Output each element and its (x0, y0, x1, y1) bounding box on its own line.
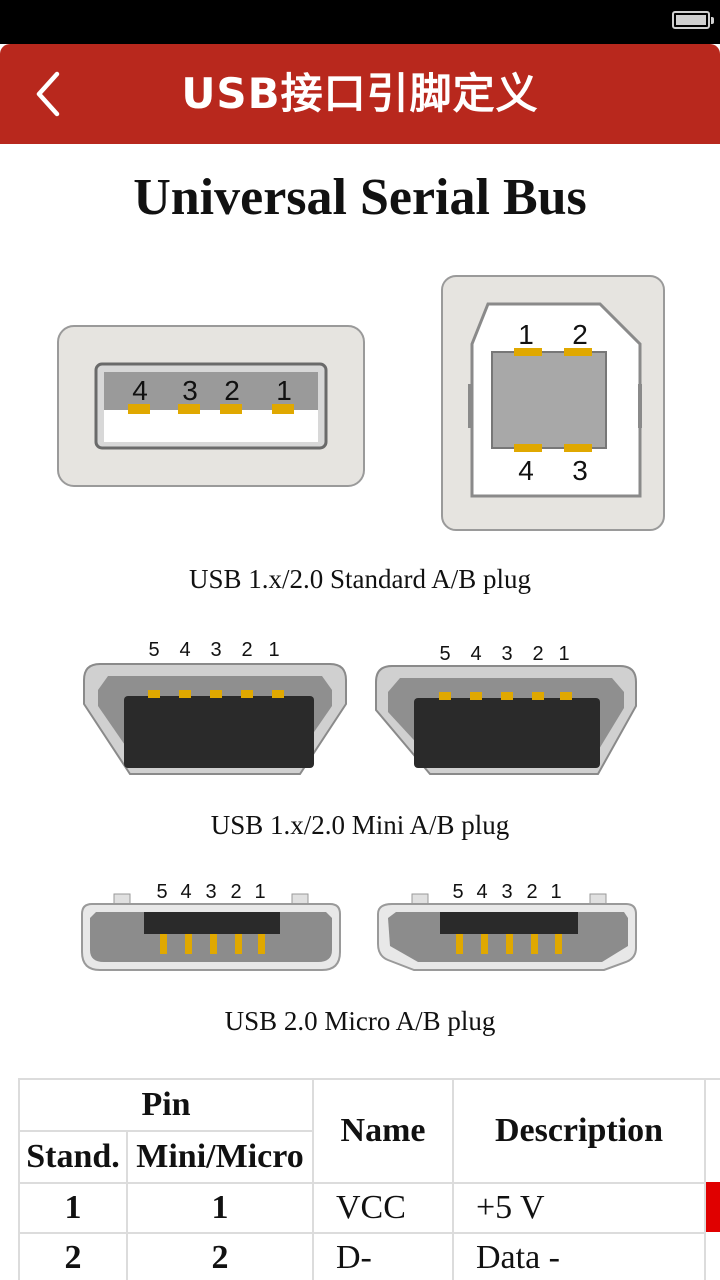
std-b-pin-contacts (514, 348, 592, 452)
mini-left-pin-label: 5 (148, 639, 159, 661)
mini-right-pin-label: 1 (558, 643, 569, 665)
micro-left-pin-label: 4 (180, 881, 191, 903)
std-b-pin-label: 3 (572, 455, 588, 486)
micro-right-pin-contacts (456, 934, 562, 954)
std-a-pin-label: 4 (132, 375, 148, 406)
micro-right-pin-label: 3 (501, 881, 512, 903)
page-title: USB接口引脚定义 (181, 69, 539, 118)
table-row: 2 2 D- Data - (18, 1232, 706, 1280)
header-mini-micro: Mini/Micro (126, 1130, 314, 1184)
chevron-left-icon (36, 71, 60, 117)
usb-micro-diagram: 5 4 3 2 1 5 4 3 2 1 (81, 881, 637, 971)
status-bar (0, 0, 720, 44)
back-button[interactable] (22, 66, 74, 122)
cell-mini: 1 (126, 1182, 314, 1234)
caption-micro: USB 2.0 Micro A/B plug (224, 1006, 496, 1036)
row-color-swatch (706, 1182, 720, 1232)
micro-right-pin-label: 2 (526, 881, 537, 903)
std-b-pin-label: 2 (572, 319, 588, 350)
cell-description: +5 V (452, 1182, 706, 1234)
mini-right-pin-contacts (439, 692, 572, 700)
table-extra-column (704, 1078, 720, 1280)
micro-right-pin-label: 5 (452, 881, 463, 903)
caption-standard: USB 1.x/2.0 Standard A/B plug (188, 564, 532, 594)
mini-right-pin-label: 5 (439, 643, 450, 665)
micro-left-pin-label: 1 (254, 881, 265, 903)
std-a-pin-label: 1 (276, 375, 292, 406)
std-a-pin-label: 3 (182, 375, 198, 406)
std-b-pin-label: 1 (518, 319, 534, 350)
mini-left-pin-label: 4 (179, 639, 190, 661)
micro-left-pin-contacts (160, 934, 265, 954)
mini-right-pin-label: 2 (532, 643, 543, 665)
caption-mini: USB 1.x/2.0 Mini A/B plug (210, 810, 510, 840)
mini-left-pin-label: 1 (268, 639, 279, 661)
header-name: Name (312, 1078, 454, 1184)
micro-left-pin-label: 5 (156, 881, 167, 903)
usb-standard-diagram: 4 3 2 1 1 2 4 3 (57, 275, 665, 531)
cell-mini: 2 (126, 1232, 314, 1280)
cell-stand: 1 (18, 1182, 128, 1234)
header-pin: Pin (18, 1078, 314, 1132)
battery-icon (672, 11, 714, 29)
mini-right-pin-label: 3 (501, 643, 512, 665)
micro-left-pin-label: 3 (205, 881, 216, 903)
mini-right-pin-label: 4 (470, 643, 481, 665)
mini-left-pin-label: 3 (210, 639, 221, 661)
header-stand: Stand. (18, 1130, 128, 1184)
std-a-pin-contacts (128, 404, 294, 414)
cell-description: Data - (452, 1232, 706, 1280)
mini-left-pin-label: 2 (241, 639, 252, 661)
micro-right-pin-label: 1 (550, 881, 561, 903)
std-a-pin-label: 2 (224, 375, 240, 406)
content-area[interactable]: Universal Serial Bus 4 3 2 1 1 2 (0, 144, 720, 1280)
mini-left-pin-contacts (148, 690, 284, 698)
std-b-pin-label: 4 (518, 455, 534, 486)
app-bar: USB接口引脚定义 (0, 44, 720, 144)
main-heading: Universal Serial Bus (133, 169, 587, 226)
header-description: Description (452, 1078, 706, 1184)
cell-name: D- (312, 1232, 454, 1280)
table-row: 1 1 VCC +5 V (18, 1182, 706, 1234)
micro-left-pin-label: 2 (230, 881, 241, 903)
cell-stand: 2 (18, 1232, 128, 1280)
usb-mini-diagram: 5 4 3 2 1 5 4 3 2 1 (83, 639, 637, 775)
pin-table: Pin Name Description Stand. Mini/Micro 1… (18, 1078, 706, 1280)
micro-right-pin-label: 4 (476, 881, 487, 903)
cell-name: VCC (312, 1182, 454, 1234)
